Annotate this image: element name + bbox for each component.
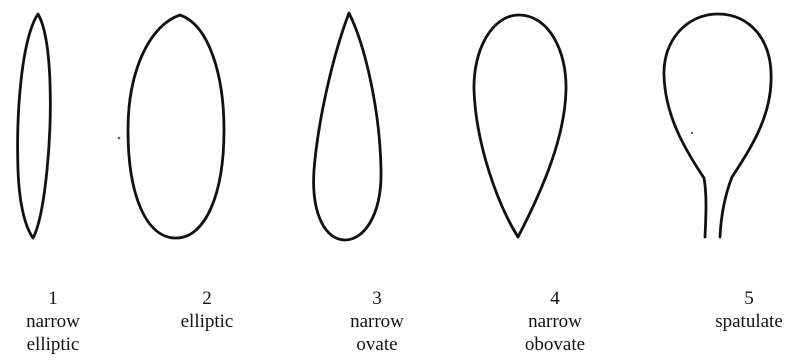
narrow-obovate-leaf-outline	[474, 15, 566, 237]
narrow-elliptic-leaf-outline	[18, 14, 51, 238]
stray-speck	[691, 132, 693, 134]
shape-name-line: narrow	[322, 310, 432, 333]
shape-label-4: 4 narrow obovate	[500, 287, 610, 356]
shape-name-line: ovate	[322, 333, 432, 356]
shape-number: 3	[322, 287, 432, 310]
shape-label-2: 2 elliptic	[152, 287, 262, 333]
shape-number: 4	[500, 287, 610, 310]
narrow-ovate-leaf-outline	[314, 13, 381, 240]
shape-name-line: narrow	[0, 310, 108, 333]
elliptic-leaf-outline	[128, 15, 224, 238]
shape-number: 5	[694, 287, 796, 310]
shape-number: 1	[0, 287, 108, 310]
shape-name-line: elliptic	[0, 333, 108, 356]
shape-name-line: narrow	[500, 310, 610, 333]
stray-speck	[118, 137, 121, 140]
spatulate-leaf-outline	[664, 14, 771, 237]
shape-number: 2	[152, 287, 262, 310]
shape-name-line: elliptic	[152, 310, 262, 333]
shape-label-5: 5 spatulate	[694, 287, 796, 333]
shape-label-3: 3 narrow ovate	[322, 287, 432, 356]
shape-name-line: obovate	[500, 333, 610, 356]
shape-label-1: 1 narrow elliptic	[0, 287, 108, 356]
shape-name-line: spatulate	[694, 310, 796, 333]
